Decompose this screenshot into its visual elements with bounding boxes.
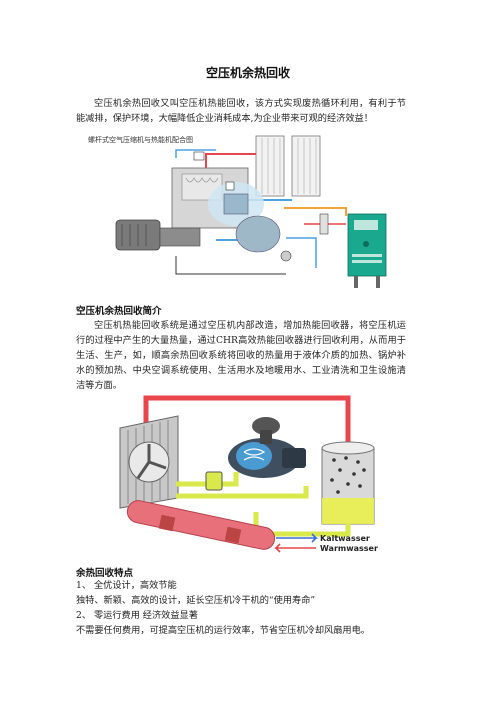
feature-line-1: 1、 全优设计，高效节能	[76, 580, 177, 591]
separator-tank	[235, 215, 281, 253]
radiator-stack-2	[291, 135, 321, 197]
section-heading-intro: 空压机余热回收简介	[76, 306, 162, 317]
section-heading-features: 余热回收特点	[76, 568, 134, 579]
figure-heat-recovery-illustration: Kaltwasser Warmwasser	[116, 388, 386, 556]
oil-filter	[205, 471, 223, 491]
figure1-caption: 螺杆式空气压缩机与热能机配合图	[88, 135, 193, 144]
page-title: 空压机余热回收	[205, 66, 290, 80]
oil-return-pipe	[253, 512, 351, 537]
feature-line-3: 2、 零运行费用 经济效益显著	[76, 610, 198, 621]
feature-line-4: 不需要任何费用，可提高空压机的运行效率，节省空压机冷却风扇用电。	[76, 625, 370, 636]
oil-pipe-upper	[176, 472, 239, 487]
screw-compressor	[228, 417, 306, 478]
radiator-cooler	[119, 415, 179, 509]
label-cold-water: Kaltwasser	[320, 534, 370, 543]
section-intro-paragraph: 空压机热能回收系统是通过空压机内部改造，增加热能回收器，将空压机运行的过程中产生…	[76, 320, 406, 391]
compressor-unit	[171, 167, 264, 229]
feature-line-2: 独特、新颖、高效的设计，延长空压机冷干机的“使用寿命”	[76, 595, 316, 606]
radiator-stack-1	[255, 135, 285, 197]
motor	[115, 219, 201, 251]
heat-recovery-illustration: Kaltwasser Warmwasser	[119, 395, 378, 553]
separator-vessel	[321, 441, 375, 525]
oil-pipe-lower	[176, 486, 309, 499]
hot-loop-pipe	[143, 395, 351, 448]
figure-compressor-heat-recovery: 螺杆式空气压缩机与热能机配合图	[86, 128, 390, 296]
heat-exchanger-tube	[126, 500, 276, 550]
intro-paragraph: 空压机余热回收又叫空压机热能回收，该方式实现废热循环利用，有利于节能减排，保护环…	[76, 98, 406, 124]
heat-storage-tank	[347, 213, 387, 288]
warm-water-arrow	[274, 543, 316, 553]
cold-water-arrow	[276, 533, 318, 543]
label-warm-water: Warmwasser	[320, 544, 378, 553]
schematic-diagram: 螺杆式空气压缩机与热能机配合图	[86, 128, 390, 296]
